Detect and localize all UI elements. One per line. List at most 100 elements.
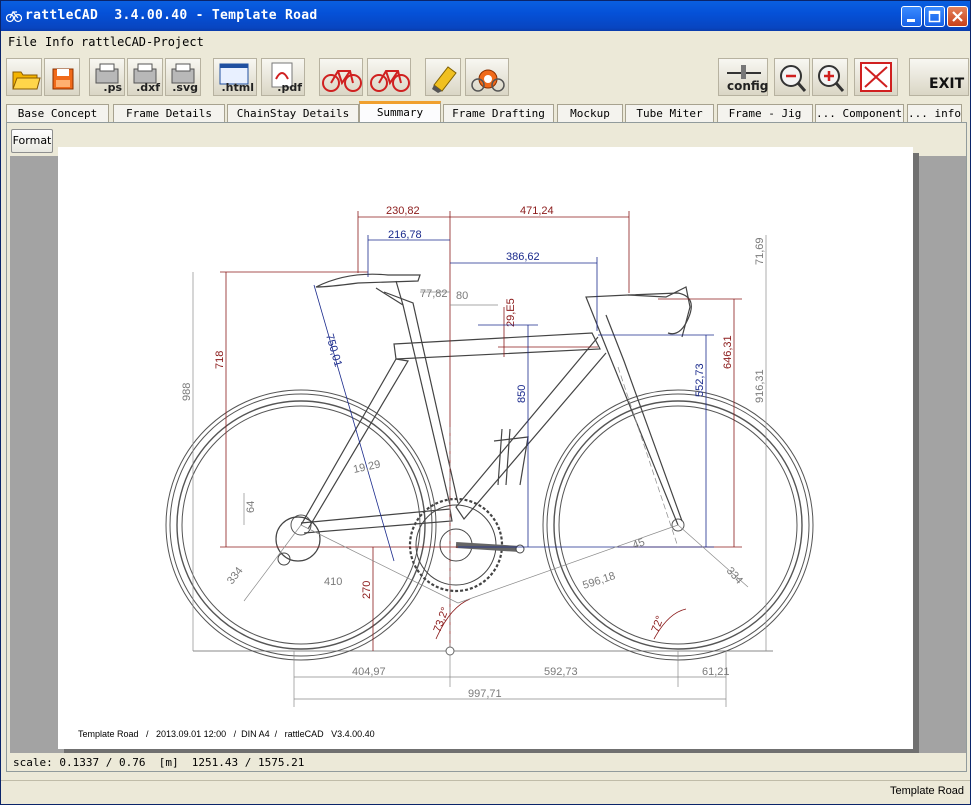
frame-view-button[interactable]: [367, 58, 411, 96]
frame: [300, 273, 692, 534]
close-icon: [952, 11, 963, 22]
dim-592-73: 592,73: [544, 666, 578, 678]
bb-reference-point: [445, 646, 455, 656]
minimize-button[interactable]: [901, 6, 922, 27]
dim-997-71: 997,71: [468, 688, 502, 700]
tab-base-concept[interactable]: Base Concept: [6, 104, 109, 123]
dim-552-73: 552,73: [694, 363, 706, 397]
crankset: [275, 497, 525, 593]
fit-view-button[interactable]: [854, 58, 898, 96]
dim-270: 270: [361, 581, 373, 599]
dim-646-31: 646,31: [722, 335, 734, 369]
gray-dimension-labels: 71,69 988 916,31 77,82 80 410 334 334 59…: [181, 237, 766, 700]
render-button[interactable]: [465, 58, 509, 96]
title-bar[interactable]: rattleCAD 3.4.00.40 - Template Road: [1, 1, 970, 31]
dim-404-97: 404,97: [352, 666, 386, 678]
dim-29-e5: 29,E5: [505, 298, 517, 327]
printer-icon: [171, 63, 195, 84]
menu-rattlecad-project[interactable]: rattleCAD-Project: [81, 35, 204, 49]
tab-mockup[interactable]: Mockup: [557, 104, 623, 123]
dim-410: 410: [324, 576, 342, 588]
red-bicycle-icon: [322, 70, 362, 92]
dim-19-29: 19,29: [352, 458, 381, 475]
toolbar: .ps .dxf .svg .html .pdf: [1, 54, 970, 100]
tab-tube-miter[interactable]: Tube Miter: [625, 104, 714, 123]
scale-readout: scale: 0.1337 / 0.76 [m] 1251.43 / 1575.…: [13, 756, 305, 769]
zoom-in-button[interactable]: [812, 58, 848, 96]
zoom-out-button[interactable]: [774, 58, 810, 96]
folder-icon: [12, 71, 41, 90]
dim-596-18: 596,18: [581, 570, 617, 592]
browser-window-icon: [219, 63, 249, 85]
red-dimension-labels: 230,82 471,24 718 646,31 270 73,2° 72° 2…: [214, 205, 734, 634]
dim-916-31: 916,31: [754, 369, 766, 403]
dim-71-69: 71,69: [754, 237, 766, 265]
tab-summary[interactable]: Summary: [359, 101, 441, 123]
save-button[interactable]: [44, 58, 80, 96]
bike-drawing: 230,82 471,24 718 646,31 270 73,2° 72° 2…: [165, 205, 814, 707]
zoom-out-icon: [780, 65, 807, 92]
bicycle-gear-icon: [471, 69, 505, 92]
red-dimensions: [220, 211, 742, 651]
dim-angle-73-2: 73,2°: [432, 606, 452, 634]
dim-216-78: 216,78: [388, 229, 422, 241]
rear-wheel: [165, 389, 437, 661]
export-dxf-button[interactable]: .dxf: [127, 58, 163, 96]
tab-frame-jig[interactable]: Frame - Jig: [717, 104, 813, 123]
menu-info[interactable]: Info: [45, 35, 74, 49]
drawing-footer: Template Road / 2013.09.01 12:00 / DIN A…: [78, 729, 375, 739]
fit-to-window-icon: [860, 62, 892, 92]
format-button[interactable]: Format: [11, 129, 53, 153]
zoom-in-icon: [818, 65, 845, 92]
menu-bar: File Info rattleCAD-Project: [1, 31, 970, 53]
dim-77-82: 77,82: [420, 288, 448, 300]
dim-80: 80: [456, 290, 468, 302]
bike-view-button[interactable]: [319, 58, 363, 96]
printer-icon: [95, 63, 119, 84]
gray-dimensions: [192, 235, 767, 707]
dim-45: 45: [631, 536, 647, 551]
window-title: rattleCAD 3.4.00.40 - Template Road: [25, 8, 318, 23]
tab-frame-drafting[interactable]: Frame Drafting: [443, 104, 554, 123]
dim-718: 718: [214, 351, 226, 369]
maximize-button[interactable]: [924, 6, 945, 27]
clear-button[interactable]: [425, 58, 461, 96]
export-pdf-button[interactable]: .pdf: [261, 58, 305, 96]
printer-icon: [133, 63, 157, 84]
dim-61-21: 61,21: [702, 666, 730, 678]
app-icon: [6, 10, 22, 23]
tab-info[interactable]: ... info: [907, 104, 962, 123]
menu-file[interactable]: File: [8, 35, 37, 49]
minimize-icon: [907, 19, 915, 22]
status-bar: Template Road: [1, 780, 970, 804]
dim-angle-72: 72°: [650, 614, 667, 634]
tab-components[interactable]: ... Components: [815, 104, 904, 123]
dim-64: 64: [245, 501, 257, 513]
dim-750-01: 750,01: [323, 333, 344, 369]
tab-bar: Base Concept Frame Details ChainStay Det…: [1, 101, 970, 123]
blue-dimensions: [313, 235, 714, 562]
dim-386-62: 386,62: [506, 251, 540, 263]
exit-button[interactable]: EXIT: [909, 58, 969, 96]
export-html-button[interactable]: .html: [213, 58, 257, 96]
close-button[interactable]: [947, 6, 968, 27]
pdf-icon: [271, 62, 293, 88]
dim-988: 988: [181, 383, 193, 401]
save-icon: [52, 68, 74, 90]
red-bicycle-icon: [370, 70, 410, 92]
dim-471-24: 471,24: [520, 205, 554, 217]
eraser-icon: [432, 66, 457, 93]
status-project-name: Template Road: [890, 785, 964, 797]
drawing-sheet: 230,82 471,24 718 646,31 270 73,2° 72° 2…: [58, 147, 913, 749]
open-button[interactable]: [6, 58, 42, 96]
export-svg-button[interactable]: .svg: [165, 58, 201, 96]
dim-850: 850: [516, 385, 528, 403]
dim-334-left: 334: [225, 565, 246, 587]
export-ps-button[interactable]: .ps: [89, 58, 125, 96]
config-button[interactable]: config: [718, 58, 768, 96]
tab-frame-details[interactable]: Frame Details: [113, 104, 225, 123]
slider-icon: [727, 65, 761, 79]
maximize-icon: [928, 10, 941, 23]
tab-chainstay-details[interactable]: ChainStay Details: [227, 104, 359, 123]
